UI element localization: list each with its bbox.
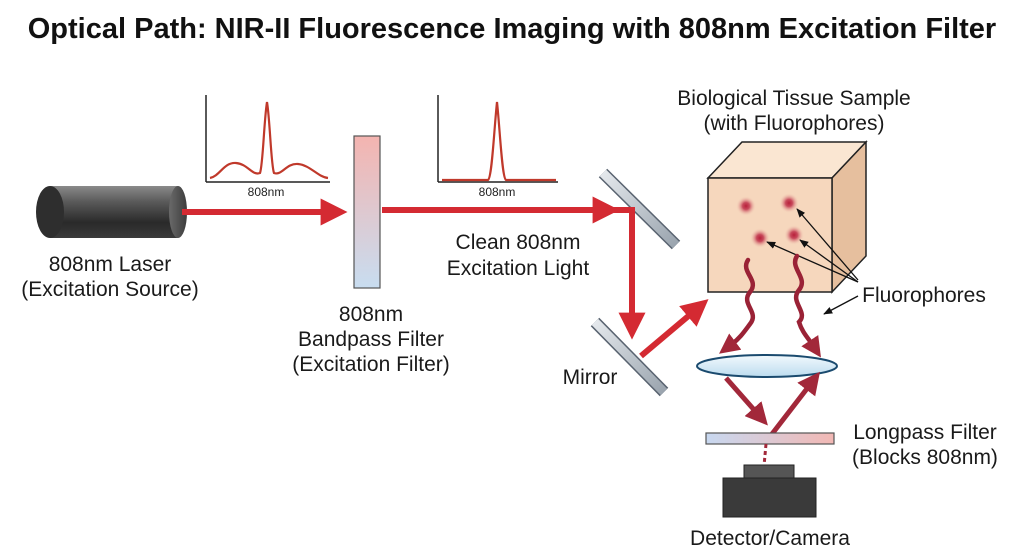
fluorescence-beam-right — [770, 371, 820, 436]
fluorophore-dot — [779, 193, 799, 213]
spectrum-after-curve — [442, 101, 556, 182]
tissue-sample — [706, 140, 868, 294]
fluorescence-beam-left — [724, 376, 768, 426]
spectrum-after-xlabel: 808nm — [479, 185, 516, 199]
blocked-beam — [762, 443, 768, 467]
beam-mirror-to-sample — [639, 299, 709, 359]
bandpass-filter — [353, 135, 381, 289]
sample-label: Biological Tissue Sample — [677, 87, 910, 110]
longpass-label: Longpass Filter — [853, 421, 997, 444]
mirror-label: Mirror — [563, 366, 618, 389]
sample-sublabel: (with Fluorophores) — [704, 112, 885, 135]
longpass-sublabel: (Blocks 808nm) — [852, 446, 998, 469]
beam-mirror-down — [610, 207, 646, 340]
detector-label: Detector/Camera — [690, 527, 850, 550]
mirror-upper — [598, 168, 681, 250]
spectrum-before-xlabel: 808nm — [248, 185, 285, 199]
longpass-filter — [705, 432, 835, 445]
laser-sublabel: (Excitation Source) — [21, 278, 198, 301]
detector-camera — [722, 464, 817, 518]
emission-wave-left — [719, 257, 756, 354]
clean-light-label: Clean 808nm — [456, 231, 581, 254]
spectrum-before-curve — [209, 101, 329, 180]
bandpass-label: 808nm — [339, 303, 403, 326]
clean-light-sublabel: Excitation Light — [447, 257, 590, 280]
emission-wave-right — [792, 253, 821, 358]
laser-label: 808nm Laser — [49, 253, 172, 276]
bandpass-subsublabel: (Excitation Filter) — [292, 353, 450, 376]
fluorophore-dot — [750, 228, 770, 248]
laser-source — [36, 186, 187, 238]
fluorophore-dot — [736, 196, 756, 216]
collection-lens — [696, 354, 838, 378]
spectrum-before-plot — [205, 95, 330, 183]
fluorophore-dot — [784, 225, 804, 245]
bandpass-sublabel: Bandpass Filter — [298, 328, 444, 351]
fluorophore-leaders — [766, 208, 859, 315]
fluorophores-label: Fluorophores — [862, 284, 986, 307]
spectrum-after-plot — [437, 95, 558, 183]
page-title: Optical Path: NIR-II Fluorescence Imagin… — [28, 13, 996, 45]
mirror-lower — [590, 317, 669, 397]
